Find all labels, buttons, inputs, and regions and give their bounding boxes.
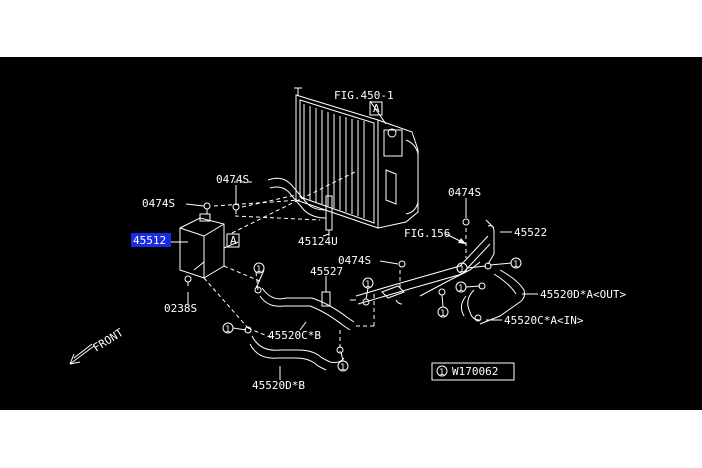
clip-callouts: 1 1 1 1 1 1 1 1	[222, 257, 522, 373]
clip-callout-label: 1	[440, 309, 445, 319]
note-clip-icon	[436, 365, 448, 377]
part-45124u[interactable]: 45124U	[298, 235, 338, 248]
clip-callout-label: 1	[225, 325, 230, 335]
guide-lines	[203, 171, 467, 352]
hose-lines-drawing	[244, 219, 525, 371]
part-45520d-a-out[interactable]: 45520D*A<OUT>	[540, 288, 626, 301]
ref-box-a-tank	[226, 233, 240, 248]
clip-callout-label: 1	[256, 265, 261, 275]
part-45512[interactable]: 45512	[133, 234, 166, 247]
fig-156-ref[interactable]: FIG.156	[404, 227, 450, 240]
radiator-drawing	[294, 87, 419, 229]
upper-hose-drawing	[267, 177, 333, 236]
selected-part-highlight	[131, 233, 171, 247]
front-arrow-icon	[69, 343, 95, 365]
note-box	[431, 362, 515, 381]
fig-450-1-ref[interactable]: FIG.450-1	[334, 89, 394, 102]
note-clip-label: 1	[439, 368, 444, 378]
part-0238s[interactable]: 0238S	[164, 302, 197, 315]
clip-callout-label: 1	[513, 260, 518, 270]
part-0474s-right[interactable]: 0474S	[448, 186, 481, 199]
part-45520c-a-in[interactable]: 45520C*A<IN>	[504, 314, 584, 327]
clip-callout-icon	[253, 262, 265, 274]
ref-a-top-label: A	[373, 102, 380, 115]
part-45522[interactable]: 45522	[514, 226, 547, 239]
clip-callout-label: 1	[459, 265, 464, 275]
clip-callout-label: 1	[458, 284, 463, 294]
diagram-canvas	[0, 57, 702, 410]
leader-lines	[170, 100, 538, 380]
drawing-id: A450001454	[626, 399, 693, 412]
part-45520d-b[interactable]: 45520D*B	[252, 379, 305, 392]
part-0474s-top[interactable]: 0474S	[216, 173, 249, 186]
note-code[interactable]: W170062	[452, 365, 498, 378]
part-0474s-mid[interactable]: 0474S	[338, 254, 371, 267]
ref-box-a-top	[369, 101, 383, 116]
part-45527[interactable]: 45527	[310, 265, 343, 278]
part-45520c-b[interactable]: 45520C*B	[268, 329, 321, 342]
clip-callout-label: 1	[365, 280, 370, 290]
part-0474s-left[interactable]: 0474S	[142, 197, 175, 210]
ref-a-tank-label: A	[230, 234, 237, 247]
clip-callout-label: 1	[340, 363, 345, 373]
